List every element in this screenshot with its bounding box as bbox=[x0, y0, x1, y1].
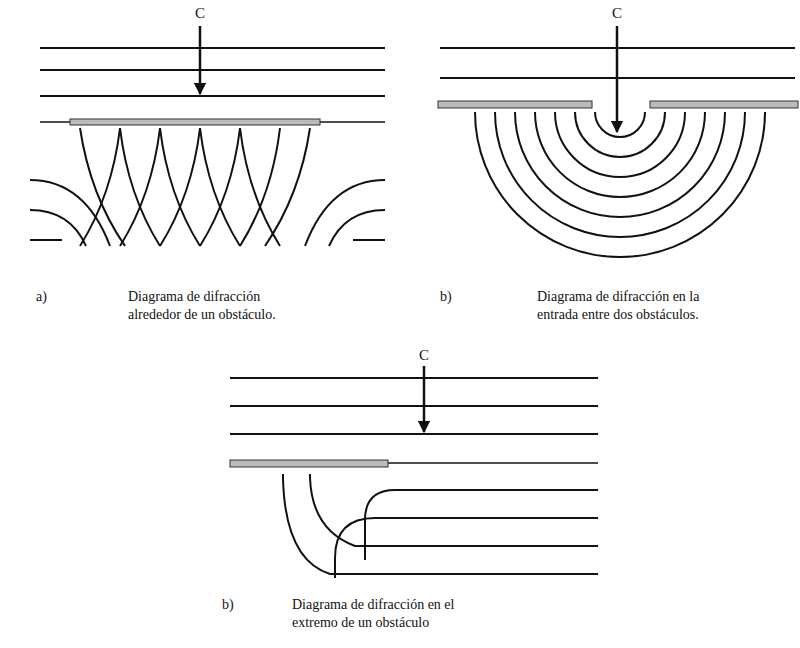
diffracted-wave bbox=[555, 112, 685, 177]
diffracted-wave bbox=[515, 112, 725, 217]
wave-front bbox=[40, 95, 385, 97]
panel-caption: Diagrama de difracción alrededor de un o… bbox=[128, 288, 306, 323]
diffracted-wave bbox=[120, 128, 160, 246]
wave-direction-label: C bbox=[607, 4, 627, 23]
wave-front bbox=[230, 377, 598, 379]
diffracted-wave bbox=[575, 112, 665, 157]
diffracted-wave bbox=[305, 180, 385, 246]
diffracted-wave bbox=[240, 128, 280, 246]
diffracted-wave bbox=[365, 490, 598, 560]
panel-letter: b) bbox=[440, 288, 470, 306]
wave-front bbox=[230, 433, 598, 435]
diffracted-wave bbox=[495, 112, 745, 237]
wave-direction-label: C bbox=[414, 346, 434, 365]
panel-letter: b) bbox=[222, 596, 252, 614]
wave-front bbox=[388, 462, 598, 464]
wave-front bbox=[230, 405, 598, 407]
diffracted-wave bbox=[80, 128, 125, 246]
diffracted-wave bbox=[595, 112, 645, 137]
diffracted-wave bbox=[240, 128, 280, 246]
diffracted-wave bbox=[283, 474, 598, 574]
diffracted-wave bbox=[80, 128, 120, 246]
obstacle bbox=[438, 101, 592, 108]
diffracted-wave bbox=[120, 128, 160, 246]
obstacle bbox=[70, 119, 320, 125]
diffracted-wave bbox=[30, 239, 62, 241]
panel-caption: Diagrama de difracción en la entrada ent… bbox=[537, 288, 743, 323]
wave-front bbox=[40, 47, 385, 49]
diffracted-wave bbox=[265, 128, 310, 246]
panel-a bbox=[30, 26, 385, 246]
diffracted-wave bbox=[329, 210, 385, 246]
diffracted-wave bbox=[475, 112, 765, 257]
diffracted-wave bbox=[335, 518, 598, 578]
panel-caption: Diagrama de difracción en el extremo de … bbox=[292, 596, 492, 631]
panel-b bbox=[438, 26, 798, 257]
diffracted-wave bbox=[310, 474, 598, 546]
panel-letter: a) bbox=[36, 288, 66, 306]
diffracted-wave bbox=[160, 128, 200, 246]
diffracted-wave bbox=[160, 128, 200, 246]
obstacle bbox=[230, 460, 388, 467]
diffracted-wave bbox=[535, 112, 705, 197]
wave-front bbox=[40, 69, 385, 71]
diffracted-wave bbox=[200, 128, 240, 246]
panel-c bbox=[230, 366, 598, 578]
wave-direction-arrow bbox=[423, 366, 426, 432]
wave-direction-label: C bbox=[190, 4, 210, 23]
obstacle bbox=[650, 101, 798, 108]
wave-direction-arrow bbox=[199, 26, 202, 94]
diffracted-wave bbox=[200, 128, 240, 246]
diffracted-wave bbox=[30, 210, 86, 246]
wave-direction-arrow bbox=[616, 26, 619, 132]
diffracted-wave bbox=[353, 239, 385, 241]
